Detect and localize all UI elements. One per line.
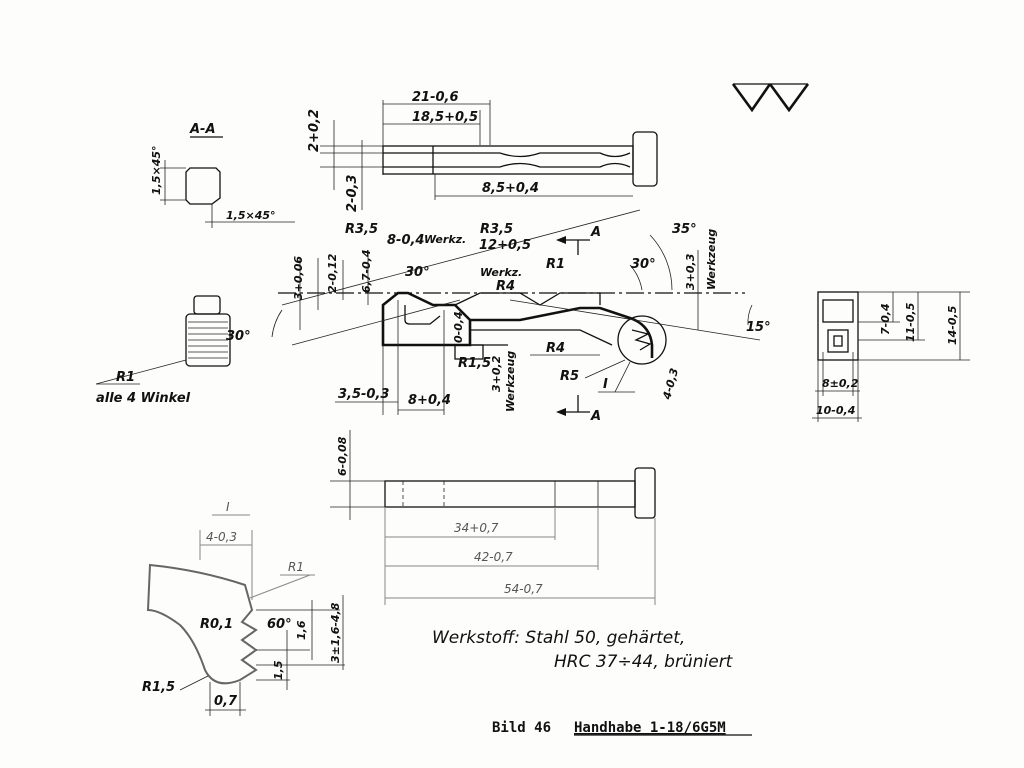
side-width-slot: 12+0,5 — [479, 238, 531, 253]
detail-dim-4: 4-0,3 — [206, 530, 237, 544]
figure-caption: Bild 46 Handhabe 1-18/6G5M — [492, 720, 752, 736]
side-dim-3-02: 3+0,2 — [490, 355, 503, 392]
section-chamfer-h: 1,5×45° — [226, 209, 276, 222]
bottom-len-34: 34+0,7 — [454, 521, 499, 535]
material-note: Werkstoff: Stahl 50, gehärtet, HRC 37÷44… — [432, 628, 734, 672]
end-view: 7-0,4 11-0,5 14-0,5 8±0,2 10-0,4 — [812, 291, 970, 422]
material-line-1: Werkstoff: Stahl 50, gehärtet, — [432, 628, 685, 648]
side-section-top: A — [590, 225, 601, 240]
end-dim-11: 11-0,5 — [904, 302, 917, 342]
section-chamfer-v: 1,5×45° — [150, 145, 163, 195]
side-werkzeug-bottom: Werkzeug — [504, 351, 517, 412]
caption-title: Handhabe 1-18/6G5M — [574, 720, 726, 736]
top-height-mid: 2-0,3 — [345, 175, 360, 212]
side-angle-15: 15° — [746, 320, 771, 335]
side-r1-top: R1 — [546, 257, 565, 272]
detail-dim-16: 1,6 — [295, 620, 308, 640]
left-part: R1 alle 4 Winkel — [95, 295, 231, 406]
material-line-2: HRC 37÷44, brüniert — [554, 652, 734, 672]
section-a-a: A-A 1,5×45° 1,5×45° — [150, 122, 295, 228]
bottom-view: 6-0,08 34+0,7 42-0,7 54-0,7 — [330, 430, 656, 605]
side-r-left: R3,5 — [345, 222, 378, 237]
end-dim-10: 10-0,4 — [816, 404, 855, 417]
side-werkz-1: Werkz. — [424, 233, 466, 246]
detail-dim-15: 1,5 — [272, 660, 285, 680]
side-angle-35: 35° — [672, 222, 697, 237]
side-r4-bottom: R4 — [546, 341, 565, 356]
side-dim-8-04: 8+0,4 — [408, 393, 451, 408]
bottom-len-54: 54-0,7 — [504, 582, 543, 596]
side-r-right: R3,5 — [480, 222, 513, 237]
top-height-top: 2+0,2 — [307, 109, 322, 152]
side-angle-30-left: 30° — [405, 265, 430, 280]
section-label: A-A — [189, 122, 216, 137]
left-radius: R1 — [116, 370, 135, 385]
bottom-height: 6-0,08 — [336, 436, 349, 476]
end-dim-8: 8±0,2 — [822, 377, 859, 390]
side-angle-30-right: 30° — [631, 257, 656, 272]
caption-prefix: Bild 46 — [492, 720, 551, 736]
surface-finish-symbol — [731, 83, 810, 113]
side-werkzeug-right: Werkzeug — [705, 229, 718, 290]
side-dim-67-04: 6,7-0,4 — [360, 249, 373, 293]
side-detail-mark: I — [603, 377, 608, 392]
end-dim-7: 7-0,4 — [879, 303, 892, 335]
top-len-total: 21-0,6 — [412, 90, 459, 105]
side-dim-0-04: 0-0,4 — [452, 311, 465, 343]
side-dim-35-03: 3,5-0,3 — [338, 387, 389, 402]
top-len-slot: 18,5+0,5 — [412, 110, 478, 125]
side-width-notch: 8-0,4 — [387, 233, 424, 248]
left-note: alle 4 Winkel — [96, 391, 191, 406]
side-section-bottom: A — [590, 409, 601, 424]
detail-label: I — [226, 500, 230, 514]
detail-angle-60: 60° — [267, 617, 292, 632]
top-len-shank: 8,5+0,4 — [482, 181, 539, 196]
top-view: 21-0,6 18,5+0,5 8,5+0,4 2+0,2 2-0,3 — [307, 90, 658, 212]
detail-i: I 4-0,3 R1 R0,1 60° 1,6 3±1,6-4,8 1,5 R1… — [142, 500, 345, 716]
side-dim-4-03: 4-0,3 — [660, 366, 681, 401]
detail-r1: R1 — [288, 560, 304, 574]
side-view: I R3,5 8-0,4 Werkz. R3,5 12+0,5 Werkz. R… — [226, 209, 771, 424]
side-angle-30-outer: 30° — [226, 329, 251, 344]
side-dim-3-03: 3+0,3 — [684, 253, 697, 290]
detail-r01: R0,1 — [200, 617, 233, 632]
side-r15: R1,5 — [458, 356, 491, 371]
side-dim-3-006: 3+0,06 — [292, 256, 305, 300]
detail-dim-07: 0,7 — [214, 694, 238, 709]
side-dim-2-012: 2-0,12 — [326, 253, 339, 293]
end-dim-14: 14-0,5 — [946, 305, 959, 345]
detail-dim-3-16-48: 3±1,6-4,8 — [329, 602, 342, 663]
detail-r15: R1,5 — [142, 680, 175, 695]
side-werkz-2: Werkz. — [480, 266, 522, 279]
bottom-len-42: 42-0,7 — [474, 550, 513, 564]
side-r5: R5 — [560, 369, 579, 384]
side-r4-top: R4 — [496, 279, 515, 294]
